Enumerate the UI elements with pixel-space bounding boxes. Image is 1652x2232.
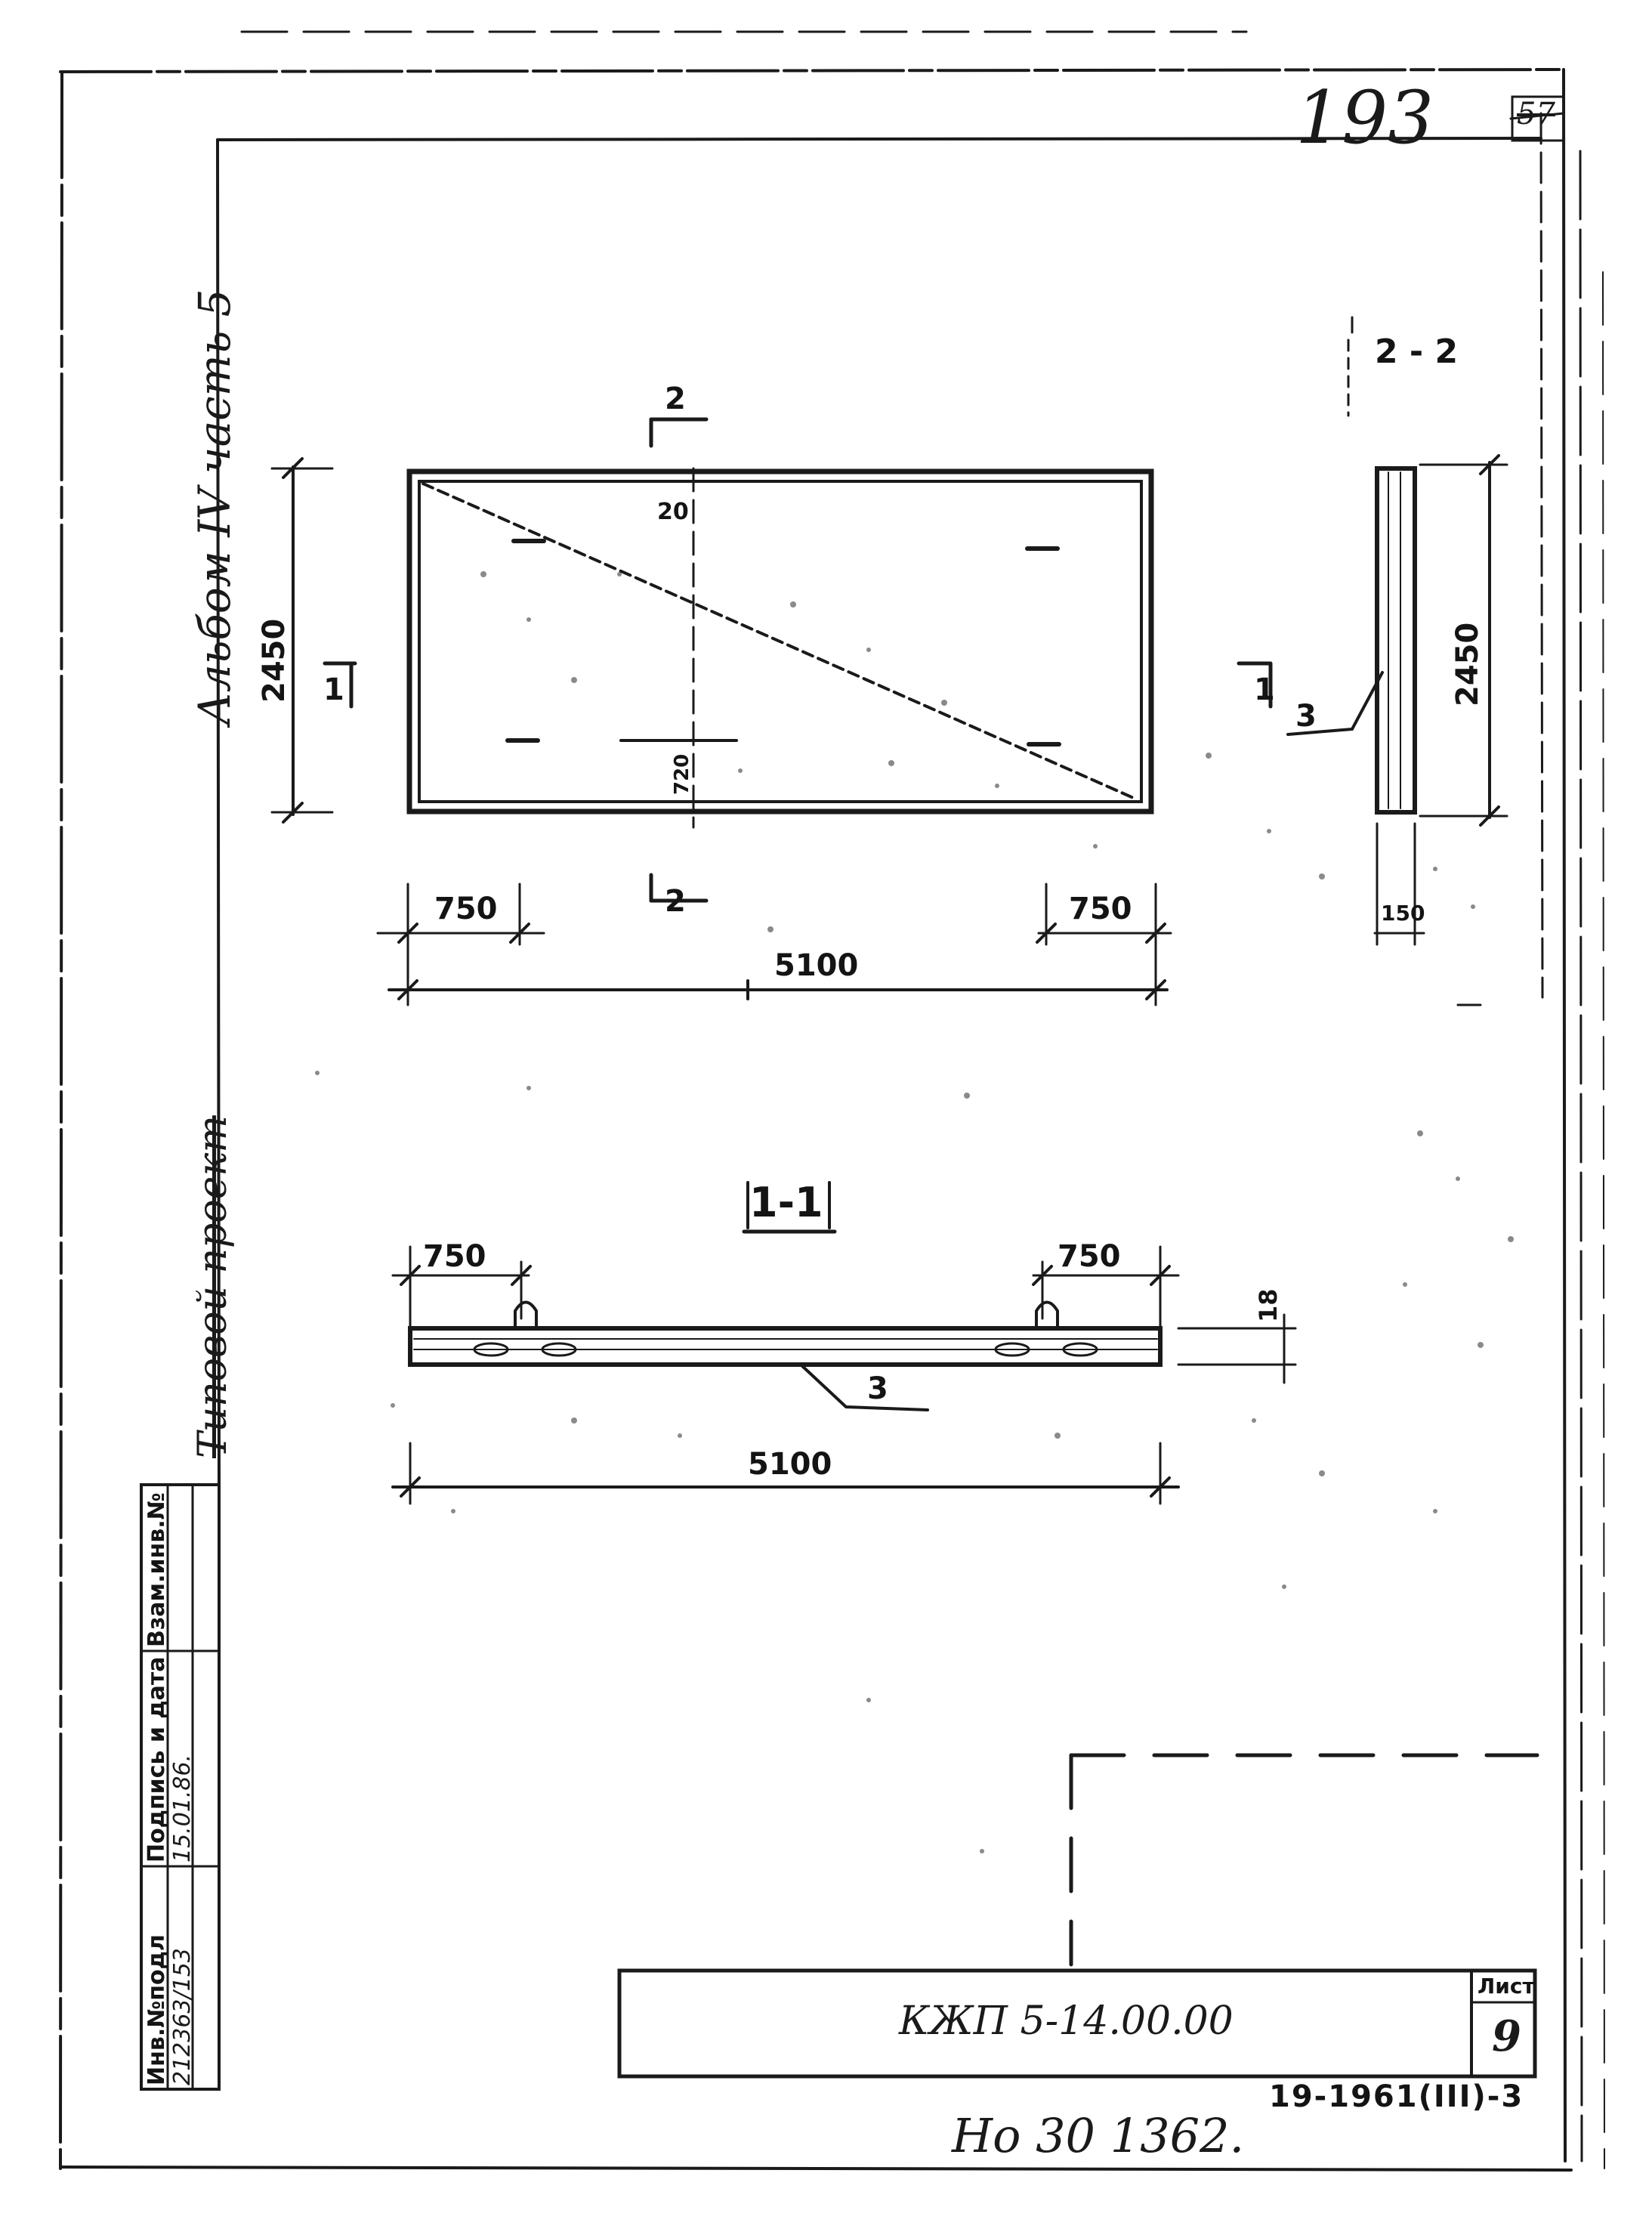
plan-total-length: 5100 [774,948,859,983]
plan-section-mark-top: 2 [665,382,686,416]
plan-left-offset: 750 [434,892,498,926]
section-1-1-callout: 3 [867,1371,888,1406]
section-1-1-title: 1-1 [749,1179,823,1226]
drawing-code: КЖП 5-14.00.00 [899,1999,1234,2044]
plan-section-mark-right: 1 [1254,672,1275,707]
stamp-inv-label: Инв.№подл [144,1934,170,2085]
plan-section-mark-bottom: 2 [665,884,686,919]
plan-section-mark-left: 1 [323,672,344,707]
series-code: 19-1961(III)-3 [1269,2079,1524,2114]
section-2-2-thickness: 150 [1381,901,1425,926]
section-2-2-height-dimension: 2450 [1450,622,1485,706]
plan-right-offset: 750 [1069,892,1132,926]
stamp-sign-value: 15.01.86. [169,1754,196,1863]
section-2-2-callout: 3 [1295,699,1317,734]
project-note: Типовой проект [190,1115,236,1458]
stamp-replace-label: Взам.инв.№ [144,1492,170,1647]
stamp-inv-value: 212363/153 [169,1948,196,2085]
plan-height-dimension: 2450 [257,618,292,703]
plan-inner-dim-bottom: 720 [671,753,693,795]
plan-inner-dim-top: 20 [657,499,689,525]
bottom-handwritten-note: Но 30 1362. [952,2108,1245,2163]
sheet-label: Лист [1478,1974,1535,1999]
stamp-sign-label: Подпись и дата [144,1656,170,1863]
album-note: Альбом IV часть 5 [189,289,240,725]
sheet-number: 9 [1492,2011,1521,2061]
section-1-1-total-length: 5100 [748,1447,832,1482]
page-number: 193 [1295,76,1434,160]
section-1-1-side-dimension: 18 [1254,1288,1283,1322]
section-1-1-left-offset: 750 [423,1239,486,1274]
old-page-number: 57 [1517,97,1555,131]
section-2-2-title: 2 - 2 [1375,332,1459,371]
section-1-1-right-offset: 750 [1058,1239,1121,1274]
